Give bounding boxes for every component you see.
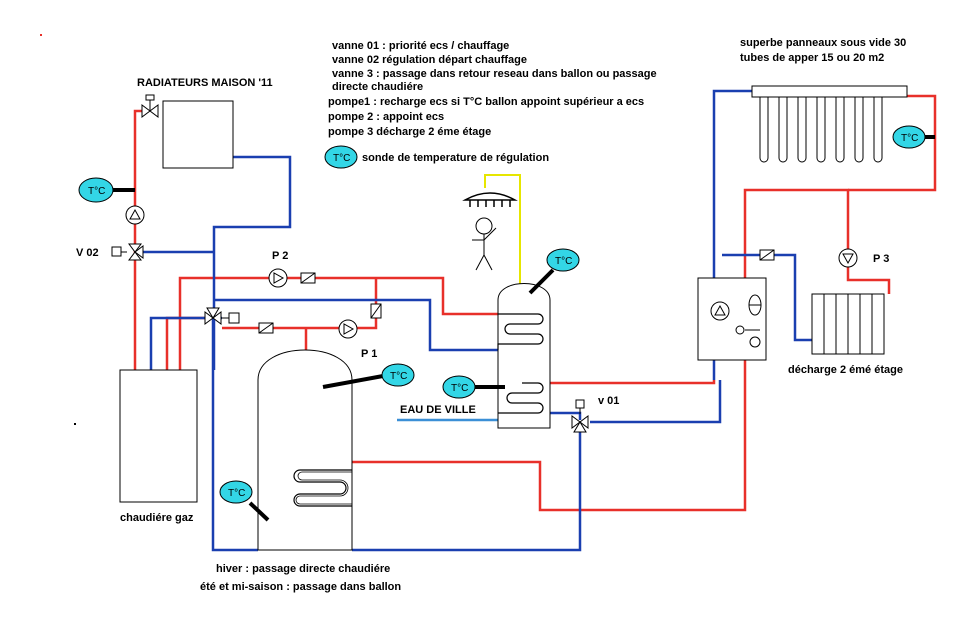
svg-text:T°C: T°C [555,256,572,267]
shower-pipe [484,174,521,288]
pump-p3-label: P 3 [873,253,889,265]
check-valve-icon [258,322,274,334]
solar-title-line2: tubes de apper 15 ou 20 m2 [740,52,884,64]
solar-title-line1: superbe panneaux sous vide 30 [740,37,906,49]
legend-line: directe chaudiére [332,81,423,93]
temp-sensor-tank-bottom-icon: T°C [219,480,253,504]
discharge-label: décharge 2 émé étage [788,364,903,376]
check-valve-icon [370,303,382,319]
legend-line: vanne 3 : passage dans retour reseau dan… [332,68,657,80]
valve-v01-icon[interactable] [571,399,589,433]
temp-sensor-ecs-top-icon: T°C [546,248,580,272]
expansion-vessel-icon [735,294,762,348]
svg-text:T°C: T°C [88,186,105,197]
pump-p2-label: P 2 [272,250,288,262]
temp-sensor-solar-icon: T°C [892,125,926,149]
solar-station-pump-icon [710,301,730,321]
temp-sensor-ecs-bottom-icon: T°C [442,375,476,399]
svg-text:T°C: T°C [390,371,407,382]
pump-p3-icon[interactable] [838,248,858,268]
legend-line: pompe1 : recharge ecs si T°C ballon appo… [328,96,644,108]
person-icon [472,217,497,271]
stray-mark [40,34,42,36]
discharge-radiator [811,293,885,355]
stray-mark [74,423,76,425]
pump-p1-label: P 1 [361,348,377,360]
winter-note: hiver : passage directe chaudiére [216,563,390,575]
svg-text:T°C: T°C [333,153,350,164]
pump-radiator-icon [125,205,145,225]
storage-tank-coil [293,469,352,507]
solar-tubes [759,97,883,163]
svg-text:T°C: T°C [901,133,918,144]
solar-panel-header [751,85,908,98]
legend-line: pompe 2 : appoint ecs [328,111,444,123]
solar-station [697,277,767,361]
cold-pipes [135,89,812,552]
check-valve-icon [300,272,316,284]
boiler-label: chaudiére gaz [120,512,194,524]
legend-line: vanne 01 : priorité ecs / chauffage [332,40,509,52]
legend-sensor-icon [324,145,358,169]
pump-p2-icon[interactable] [268,268,288,288]
valve-v3-icon[interactable] [204,307,240,325]
shower-head-icon [462,192,518,207]
ecs-lower-coil [498,382,544,414]
valve-v02-icon[interactable] [111,243,144,261]
pump-p1-icon[interactable] [338,319,358,339]
radiator-valve-icon [141,94,159,118]
city-water-label: EAU DE VILLE [400,404,476,416]
valve-v02-label: V 02 [76,247,99,259]
summer-note: été et mi-saison : passage dans ballon [200,581,401,593]
temp-sensor-tank-top-icon: T°C [381,363,415,387]
legend-sensor-text: sonde de temperature de régulation [362,152,549,164]
house-radiators [162,100,234,169]
legend-line: pompe 3 décharge 2 éme étage [328,126,491,138]
radiators-title: RADIATEURS MAISON '11 [137,77,273,89]
legend: vanne 01 : priorité ecs / chauffage vann… [324,40,657,169]
storage-tank [257,349,353,551]
temp-sensor-radiator-icon: T°C [78,177,114,203]
ecs-upper-coil [497,313,544,350]
legend-line: vanne 02 régulation départ chauffage [332,54,527,66]
check-valve-icon [759,249,775,261]
valve-v01-label: v 01 [598,395,619,407]
svg-text:T°C: T°C [451,383,468,394]
gas-boiler [119,369,198,503]
svg-text:T°C: T°C [228,488,245,499]
